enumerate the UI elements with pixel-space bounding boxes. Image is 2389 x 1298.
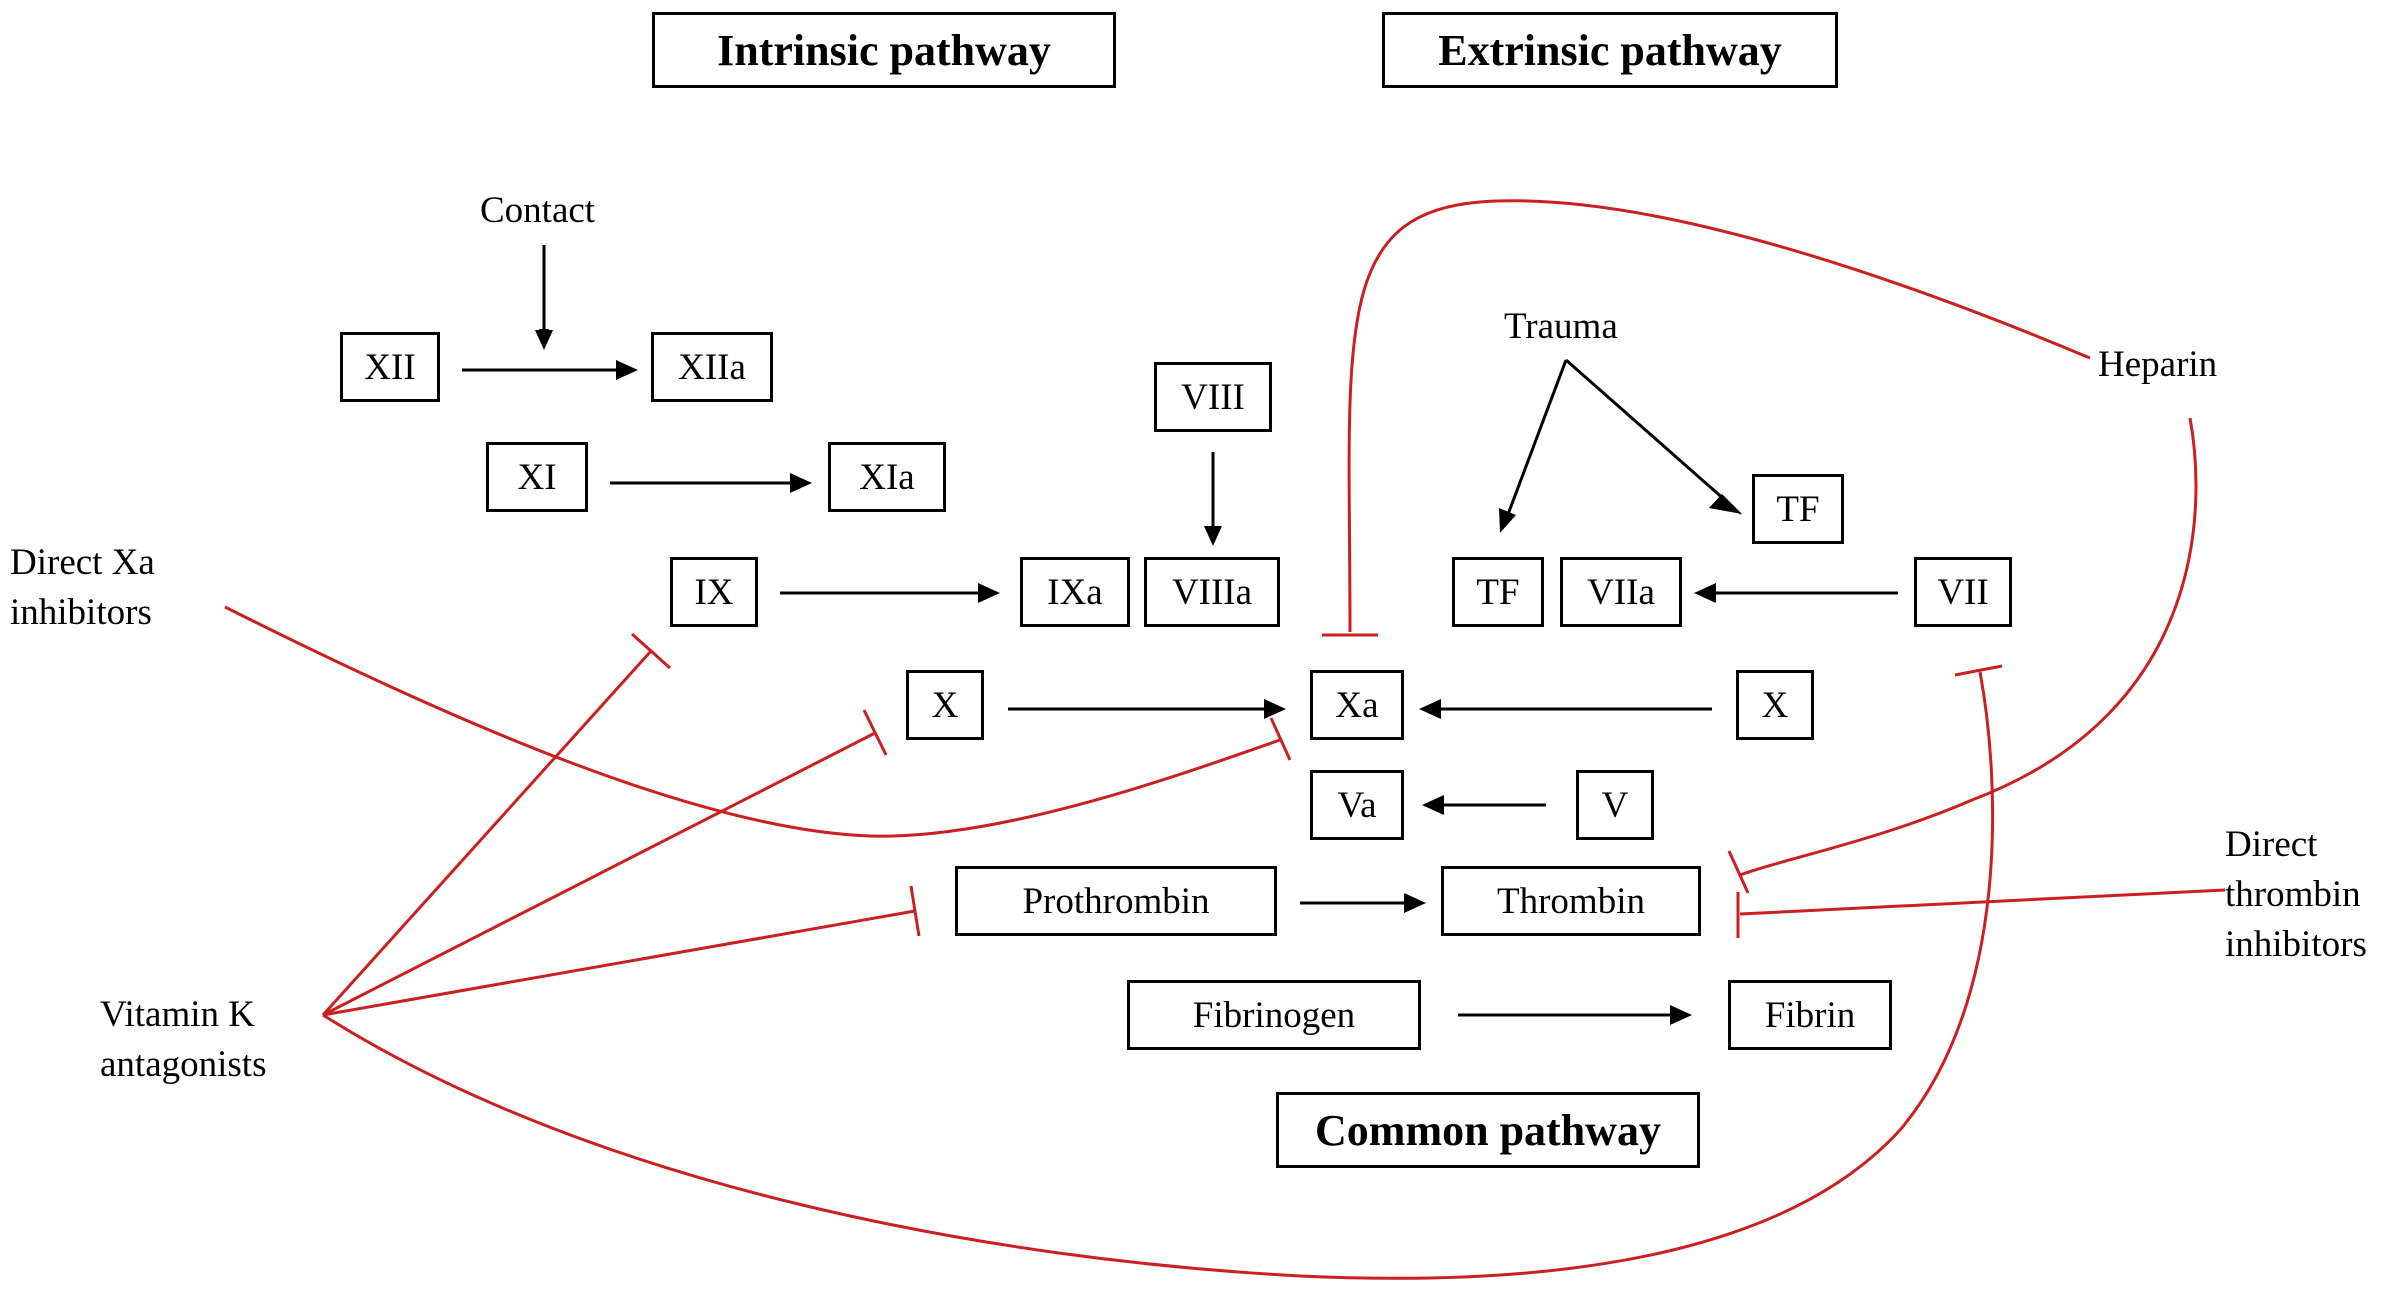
- factor-xiia: XIIa: [651, 332, 773, 402]
- factor-xii: XII: [340, 332, 440, 402]
- direct-xa-line-2: inhibitors: [10, 592, 152, 633]
- vka-tbar-prothrombin: [909, 885, 921, 937]
- vitamin-k-line-1: Vitamin K: [100, 994, 256, 1035]
- vka-tbar-ix: [630, 632, 672, 670]
- factor-xia: XIa: [828, 442, 946, 512]
- direct-thrombin-line-2: thrombin: [2225, 874, 2361, 915]
- inhibition-curves: [224, 199, 2226, 1280]
- factor-prothrombin: Prothrombin: [955, 866, 1277, 936]
- vitamin-k-antagonists-label: Vitamin K antagonists: [100, 990, 266, 1090]
- extrinsic-pathway-header: Extrinsic pathway: [1382, 12, 1838, 88]
- direct-thrombin-line-1: Direct: [2225, 824, 2318, 865]
- vka-to-x: [322, 731, 876, 1017]
- direct-thrombin-inhibitors-label: Direct thrombin inhibitors: [2225, 820, 2367, 970]
- direct-xa-curve: [224, 605, 1281, 838]
- factor-viiia: VIIIa: [1144, 557, 1280, 627]
- vka-to-vii: [322, 671, 1995, 1280]
- trauma-label: Trauma: [1504, 306, 1618, 347]
- heparin-label: Heparin: [2098, 344, 2218, 385]
- vitamin-k-line-2: antagonists: [100, 1044, 267, 1085]
- arrow-trauma-to-tf-top: [1565, 358, 1735, 510]
- factor-fibrin: Fibrin: [1728, 980, 1892, 1050]
- factor-ixa: IXa: [1020, 557, 1130, 627]
- factor-vii: VII: [1914, 557, 2012, 627]
- heparin-to-thrombin: [1739, 417, 2198, 877]
- arrow-trauma-to-tf: [1502, 359, 1568, 526]
- factor-ix: IX: [670, 557, 758, 627]
- factor-viii: VIII: [1154, 362, 1272, 432]
- factor-thrombin: Thrombin: [1441, 866, 1701, 936]
- direct-thrombin-line-3: inhibitors: [2225, 924, 2367, 965]
- factor-xa: Xa: [1310, 670, 1404, 740]
- heparin-tbar-thrombin: [1727, 850, 1750, 894]
- direct-thrombin-line: [1739, 888, 2226, 916]
- direct-xa-tbar: [1269, 717, 1292, 761]
- factor-tf: TF: [1452, 557, 1544, 627]
- factor-xi: XI: [486, 442, 588, 512]
- heparin-to-xa: [1347, 199, 2091, 633]
- factor-tf-top: TF: [1752, 474, 1844, 544]
- intrinsic-pathway-header: Intrinsic pathway: [652, 12, 1116, 88]
- vka-to-ix: [321, 649, 653, 1017]
- factor-fibrinogen: Fibrinogen: [1127, 980, 1421, 1050]
- direct-xa-inhibitors-label: Direct Xa inhibitors: [10, 538, 155, 638]
- factor-x-right: X: [1736, 670, 1814, 740]
- factor-x-left: X: [906, 670, 984, 740]
- direct-xa-line-1: Direct Xa: [10, 542, 155, 583]
- factor-viia: VIIa: [1560, 557, 1682, 627]
- vka-tbar-x: [862, 709, 888, 756]
- arrowheads: [535, 330, 1742, 1025]
- vka-tbar-vii: [1954, 664, 2003, 677]
- activation-arrows: [462, 245, 1898, 1017]
- factor-va: Va: [1310, 770, 1404, 840]
- common-pathway-header: Common pathway: [1276, 1092, 1700, 1168]
- factor-v: V: [1576, 770, 1654, 840]
- vka-to-prothrombin: [322, 909, 916, 1017]
- contact-label: Contact: [480, 190, 596, 231]
